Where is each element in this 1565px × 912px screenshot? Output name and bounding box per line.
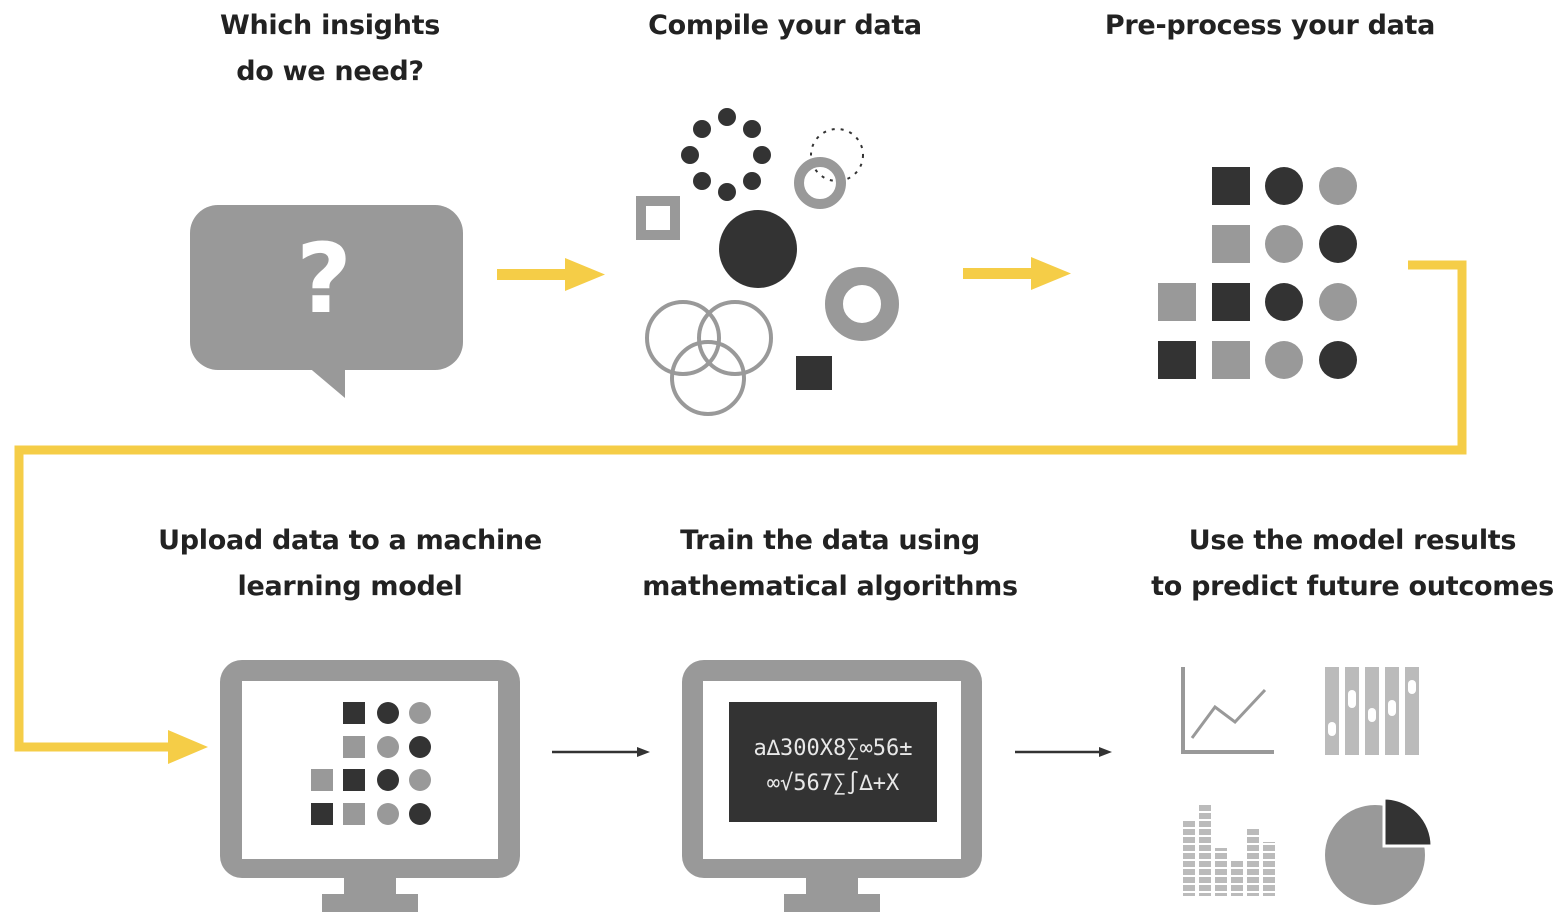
range-bars-icon: [1325, 667, 1419, 755]
screen-formula-line-2: ∞√567∑∫∆+X: [767, 770, 900, 796]
arrow-right-icon: [497, 258, 605, 291]
sorted-shapes-grid-icon: [1158, 167, 1357, 379]
pie-chart-icon: [1325, 796, 1434, 905]
screen-formula-line-1: a∆300X8∑∞56±: [754, 736, 913, 761]
step-label-train: Train the data using mathematical algori…: [642, 525, 1018, 602]
scattered-shapes-icon: [636, 108, 899, 416]
step-label-compile: Compile your data: [648, 10, 922, 41]
question-mark: ?: [296, 223, 352, 335]
thin-arrow-icon: [552, 747, 650, 757]
step-label-predict: Use the model results to predict future …: [1151, 525, 1554, 602]
line-chart-icon: [1181, 667, 1274, 754]
step-label-preprocess: Pre-process your data: [1104, 10, 1436, 41]
arrow-right-icon: [963, 257, 1071, 290]
step-label-upload: Upload data to a machine learning model: [158, 525, 542, 602]
thin-arrow-icon: [1015, 747, 1112, 757]
monitor-with-grid-icon: [220, 660, 520, 912]
connector-arrow-icon: [14, 260, 1467, 764]
segmented-bars-icon: [1180, 805, 1280, 896]
monitor-with-formulas-icon: a∆300X8∑∞56± ∞√567∑∫∆+X: [682, 660, 982, 912]
step-label-insights: Which insights do we need?: [219, 10, 440, 87]
charts-group-icon: [1180, 667, 1434, 905]
question-bubble-icon: ?: [190, 205, 463, 398]
